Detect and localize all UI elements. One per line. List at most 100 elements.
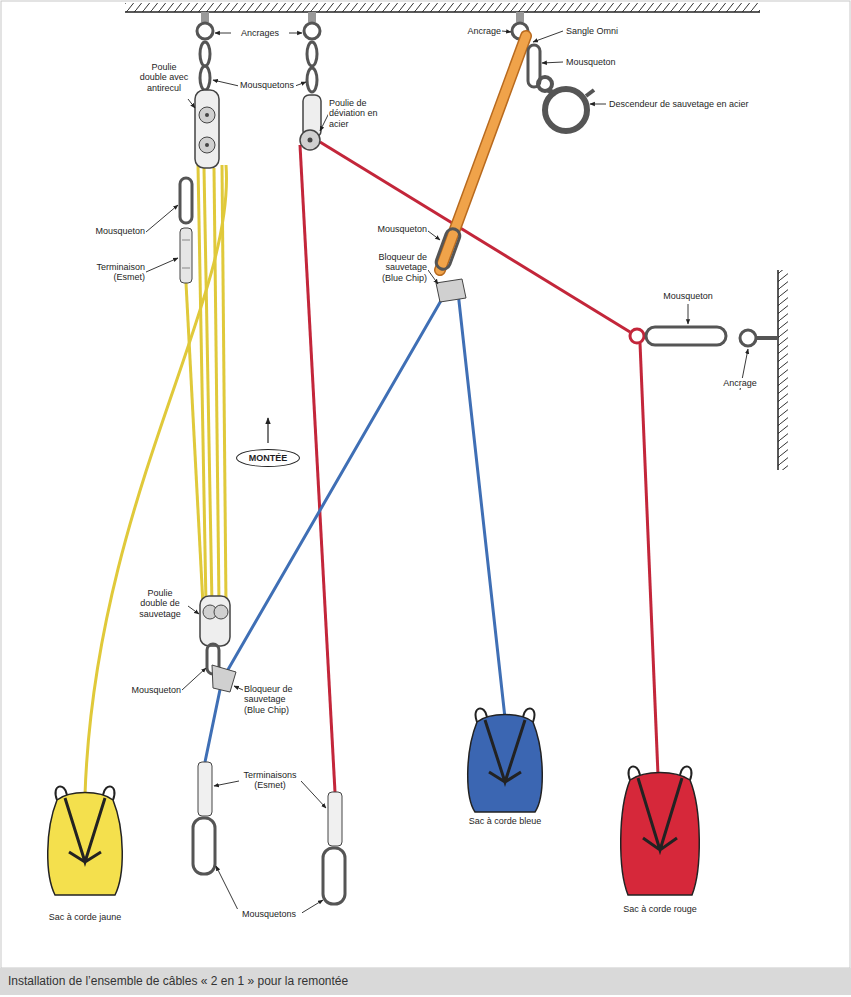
part-label: Descendeur de sauvetage en acier <box>608 99 808 109</box>
leader-lines <box>428 270 438 284</box>
right-carabiner-anchor <box>756 336 778 340</box>
left-anchor <box>201 12 209 22</box>
blue-rope-bag <box>485 720 525 782</box>
left-anchor <box>200 66 210 90</box>
blue-rope-bag <box>468 715 543 813</box>
leader-lines <box>146 205 178 232</box>
direction-text: MONTÉE <box>249 453 288 463</box>
part-label: Bloqueur de sauvetage (Blue Chip) <box>243 684 309 715</box>
double-pulley-antirecul <box>195 90 219 168</box>
blue-rope <box>205 288 505 763</box>
red-rope <box>630 329 644 343</box>
upper-carabiner-and-termination <box>180 178 192 223</box>
part-label: Sac à corde jaune <box>35 912 135 922</box>
leader-lines <box>590 104 606 105</box>
red-termination <box>328 792 342 846</box>
right-carabiner-anchor <box>646 327 778 346</box>
yellow-rope <box>85 165 227 795</box>
yellow-rope <box>85 165 227 795</box>
figure-caption: Installation de l’ensemble de câbles « 2… <box>0 968 851 995</box>
part-label: Mousqueton <box>565 57 645 67</box>
part-label: Ancrages <box>231 28 289 38</box>
red-rope-bag <box>638 778 682 850</box>
yellow-rope <box>214 168 219 605</box>
part-label: Mousqueton <box>82 226 146 236</box>
blue-rope-bag <box>468 708 543 812</box>
leader-lines <box>188 99 195 108</box>
right-anchor <box>516 12 524 22</box>
part-label: Mousqueton <box>362 224 428 234</box>
wall <box>778 270 788 470</box>
leader-lines <box>542 62 563 63</box>
yellow-rope-bag <box>48 793 123 896</box>
omni-strap <box>440 36 526 270</box>
left-anchor <box>200 42 210 66</box>
part-label: Poulie double avec antirecul <box>136 62 192 93</box>
red-rope-bag <box>629 766 692 780</box>
lower-blue-chip <box>212 665 236 692</box>
middle-carabiner <box>434 227 462 271</box>
upper-carabiner-and-termination <box>180 178 192 283</box>
red-rope <box>300 142 658 792</box>
rescue-double-pulley <box>200 596 230 646</box>
rescue-descender <box>538 77 594 131</box>
omni-strap <box>440 36 526 270</box>
part-label: Terminaison (Esmet) <box>82 262 146 283</box>
leader-lines <box>428 231 440 240</box>
leader-lines <box>216 866 240 914</box>
yellow-rope-bag <box>65 798 105 862</box>
upper-carabiner-and-termination <box>180 228 192 283</box>
leader-lines <box>214 781 239 786</box>
lower-blue-chip <box>212 665 236 692</box>
centre-anchor <box>304 23 320 39</box>
left-anchor <box>197 23 213 39</box>
upper-carabiner-and-termination <box>182 268 190 269</box>
part-label: Ancrage <box>714 378 766 388</box>
part-label: Poulie de déviation en acier <box>328 98 380 129</box>
leader-lines <box>215 33 231 34</box>
part-label: Sangle Omni <box>565 26 645 36</box>
yellow-rope-bag <box>56 786 115 800</box>
red-rope-bag <box>621 766 700 895</box>
upper-blue-chip <box>436 279 466 302</box>
ceiling <box>125 3 760 12</box>
part-label: Mousquetons <box>236 909 302 919</box>
double-pulley-antirecul <box>195 90 219 168</box>
ceiling <box>125 3 760 12</box>
yellow-rope <box>222 165 226 605</box>
ceiling <box>125 11 760 13</box>
rescue-double-pulley <box>200 596 230 646</box>
red-termination <box>323 848 345 904</box>
upper-blue-chip <box>436 279 466 302</box>
deviation-pulley <box>300 130 320 150</box>
rescue-descender <box>586 90 594 96</box>
direction-ellipse: MONTÉE <box>236 449 301 467</box>
right-carabiner-anchor <box>740 330 756 346</box>
part-label: Terminaisons (Esmet) <box>239 770 301 791</box>
leader-lines <box>146 258 178 272</box>
centre-anchor <box>308 12 316 22</box>
middle-carabiner <box>434 227 462 271</box>
rescue-double-pulley <box>214 605 228 619</box>
leader-lines <box>300 900 323 914</box>
part-label: Ancrage <box>454 26 502 36</box>
omni-strap <box>440 36 526 270</box>
double-pulley-antirecul <box>199 107 215 123</box>
blue-rope-bag <box>476 708 535 722</box>
centre-anchor <box>304 12 320 92</box>
blue-rope <box>205 288 505 763</box>
leader-lines <box>182 668 206 690</box>
part-label: Mousqueton <box>116 685 182 695</box>
leader-lines <box>295 82 306 86</box>
double-pulley-antirecul <box>205 113 209 117</box>
double-pulley-antirecul <box>199 137 215 153</box>
left-anchor <box>197 12 213 90</box>
blue-termination <box>193 818 215 874</box>
part-label: Bloqueur de sauvetage (Blue Chip) <box>362 252 428 283</box>
wall <box>777 270 779 470</box>
part-label: Sac à corde rouge <box>610 904 710 914</box>
leader-lines <box>533 31 563 42</box>
